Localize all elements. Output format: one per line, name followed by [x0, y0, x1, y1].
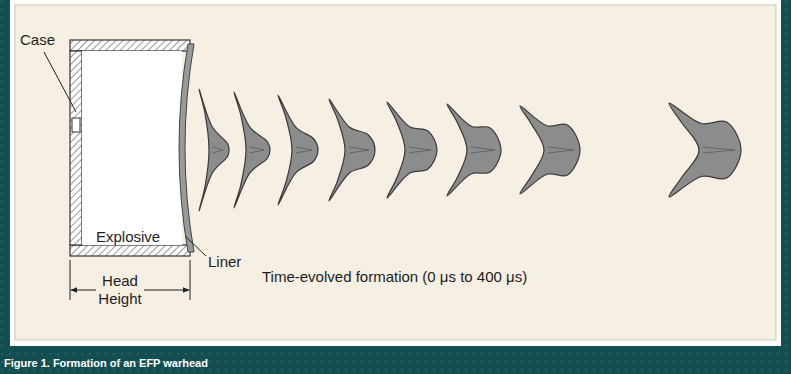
projectile-stage: [520, 106, 580, 194]
projectile-stage: [669, 103, 741, 197]
projectile-stages: [199, 89, 741, 211]
time-note: Time-evolved formation (0 μs to 400 μs): [262, 268, 527, 286]
projectile-detail: [349, 147, 369, 153]
projectile-detail: [471, 147, 495, 153]
projectile-detail: [409, 147, 431, 153]
part-label: Case: [20, 31, 55, 49]
explosive-fill: [82, 51, 182, 245]
figure-caption: Figure 1. Formation of an EFP warhead: [4, 354, 208, 372]
part-label: Liner: [208, 253, 241, 271]
figure-panel: [15, 5, 776, 340]
liner: [179, 44, 194, 252]
projectile-stage: [387, 102, 437, 198]
leader-line: [185, 236, 206, 256]
projectile-detail: [296, 147, 312, 153]
projectile-stage: [278, 95, 318, 205]
warhead-case: [70, 40, 190, 256]
projectile-stage: [199, 89, 229, 211]
projectile-detail: [703, 147, 735, 153]
projectile-stage: [329, 99, 375, 201]
projectile-detail: [213, 147, 223, 153]
white-frame: [10, 0, 781, 346]
dimension-label: Head Height: [96, 272, 144, 308]
projectile-stage: [234, 92, 270, 208]
projectile-stage: [447, 104, 501, 196]
part-label: Explosive: [96, 228, 160, 246]
leader-line: [44, 52, 76, 112]
projectile-detail: [250, 147, 264, 153]
projectile-detail: [548, 147, 574, 153]
